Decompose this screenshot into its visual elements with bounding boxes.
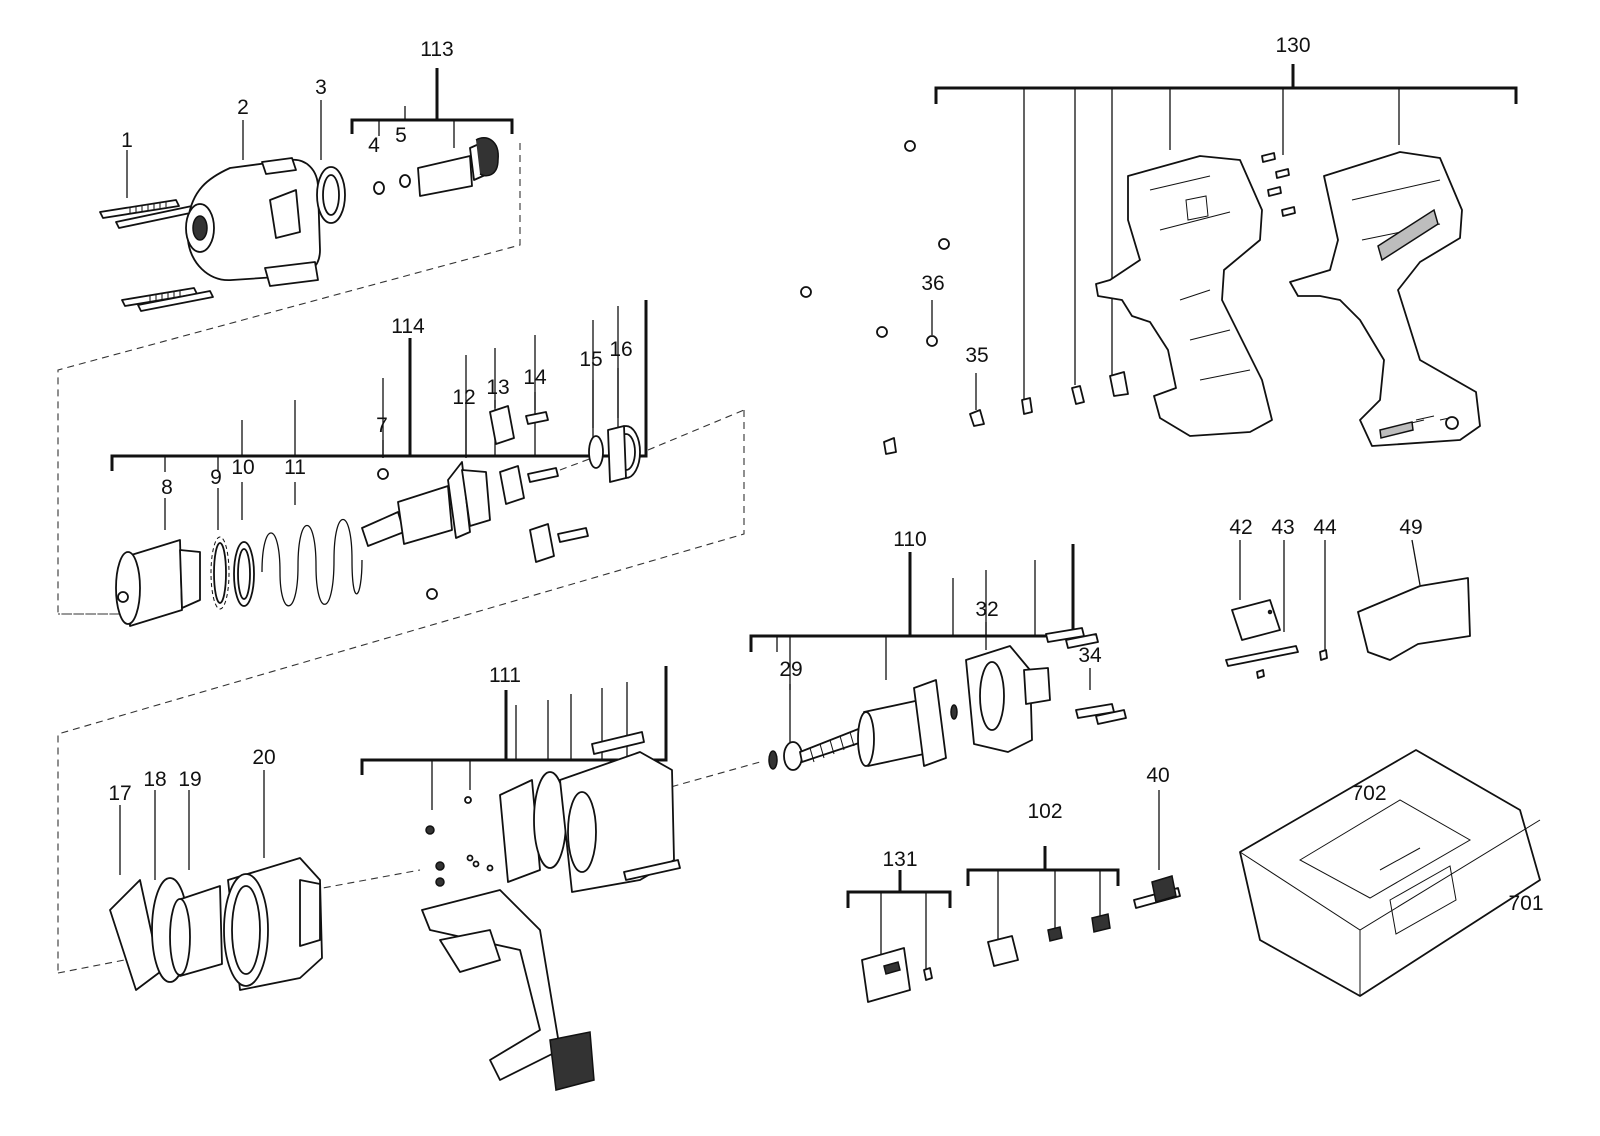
callout-43: 43 [1271, 516, 1294, 539]
callout-10: 10 [231, 456, 254, 479]
bracket-130 [934, 64, 1518, 400]
callout-11: 11 [284, 456, 306, 479]
front-housing [185, 157, 321, 287]
callout-111: 111 [489, 664, 521, 687]
screw-44 [1319, 649, 1328, 661]
callout-114: 114 [391, 315, 425, 338]
callout-49: 49 [1399, 516, 1422, 539]
housing-left-half [1095, 155, 1273, 437]
callout-701: 701 [1508, 892, 1543, 915]
endplate-32 [965, 645, 1051, 753]
callout-12: 12 [452, 386, 475, 409]
callout-labels: 1 2 3 4 5 113 114 7 8 9 10 11 12 13 14 1… [108, 34, 1543, 915]
front-screws [99, 199, 214, 312]
pins-14 [525, 411, 589, 543]
callout-34: 34 [1078, 644, 1102, 667]
callout-3: 3 [315, 76, 327, 99]
callout-18: 18 [143, 768, 166, 791]
strip-43 [1225, 645, 1299, 679]
sleeve-19 [169, 885, 223, 977]
callout-2: 2 [237, 96, 249, 119]
callout-1: 1 [121, 129, 133, 152]
milwaukee-logo [1377, 208, 1439, 262]
callout-7: 7 [376, 414, 388, 437]
hammer-8 [115, 539, 201, 627]
bracket-113 [350, 68, 514, 148]
bracket-part-131 [861, 947, 933, 1003]
electronics-111 [421, 731, 681, 1091]
bracket-114 [110, 300, 648, 472]
callout-15: 15 [579, 348, 602, 371]
balls-9 [210, 536, 230, 610]
bracket-111 [360, 666, 668, 810]
callout-17: 17 [108, 782, 131, 805]
callout-9: 9 [210, 466, 222, 489]
callout-102: 102 [1027, 800, 1062, 823]
callout-16: 16 [609, 338, 632, 361]
bracket-110 [749, 544, 1075, 690]
callout-5: 5 [395, 124, 407, 147]
anvil-113 [373, 137, 499, 197]
housing-right-half [1289, 151, 1481, 447]
callout-36: 36 [921, 272, 944, 295]
callout-4: 4 [368, 134, 380, 157]
small-parts-130 [800, 140, 1296, 455]
callout-130: 130 [1275, 34, 1310, 57]
ring-gear-16 [607, 425, 641, 483]
callout-32: 32 [975, 598, 998, 621]
callout-40: 40 [1146, 764, 1169, 787]
bracket-131 [846, 870, 952, 970]
callout-8: 8 [161, 476, 173, 499]
callout-113: 113 [420, 38, 453, 61]
callout-110: 110 [893, 528, 926, 551]
gear-case-20 [223, 857, 323, 991]
washer-10 [233, 541, 255, 607]
switch-parts-102 [987, 913, 1111, 967]
manual-49 [1357, 577, 1471, 661]
ball-7 [377, 468, 438, 600]
callout-14: 14 [523, 366, 547, 389]
planet-gears-13 [489, 405, 555, 563]
callout-20: 20 [252, 746, 275, 769]
callout-29: 29 [779, 658, 802, 681]
callout-35: 35 [965, 344, 988, 367]
leaders [119, 100, 1521, 880]
case-701 [1239, 749, 1541, 997]
washer-3 [316, 166, 346, 224]
washer-15 [588, 435, 604, 469]
callout-19: 19 [178, 768, 201, 791]
motor-110 [768, 679, 958, 771]
callout-131: 131 [882, 848, 917, 871]
callout-13: 13 [486, 376, 509, 399]
switch-40 [1133, 875, 1181, 909]
bracket-102 [966, 846, 1120, 940]
callout-702: 702 [1351, 782, 1386, 805]
label-42 [1231, 599, 1281, 641]
one-key-logo [1379, 421, 1414, 439]
spring-11 [261, 518, 363, 607]
screws-34 [1045, 627, 1127, 725]
callout-42: 42 [1229, 516, 1252, 539]
spindle-12 [361, 461, 491, 547]
callout-44: 44 [1313, 516, 1337, 539]
